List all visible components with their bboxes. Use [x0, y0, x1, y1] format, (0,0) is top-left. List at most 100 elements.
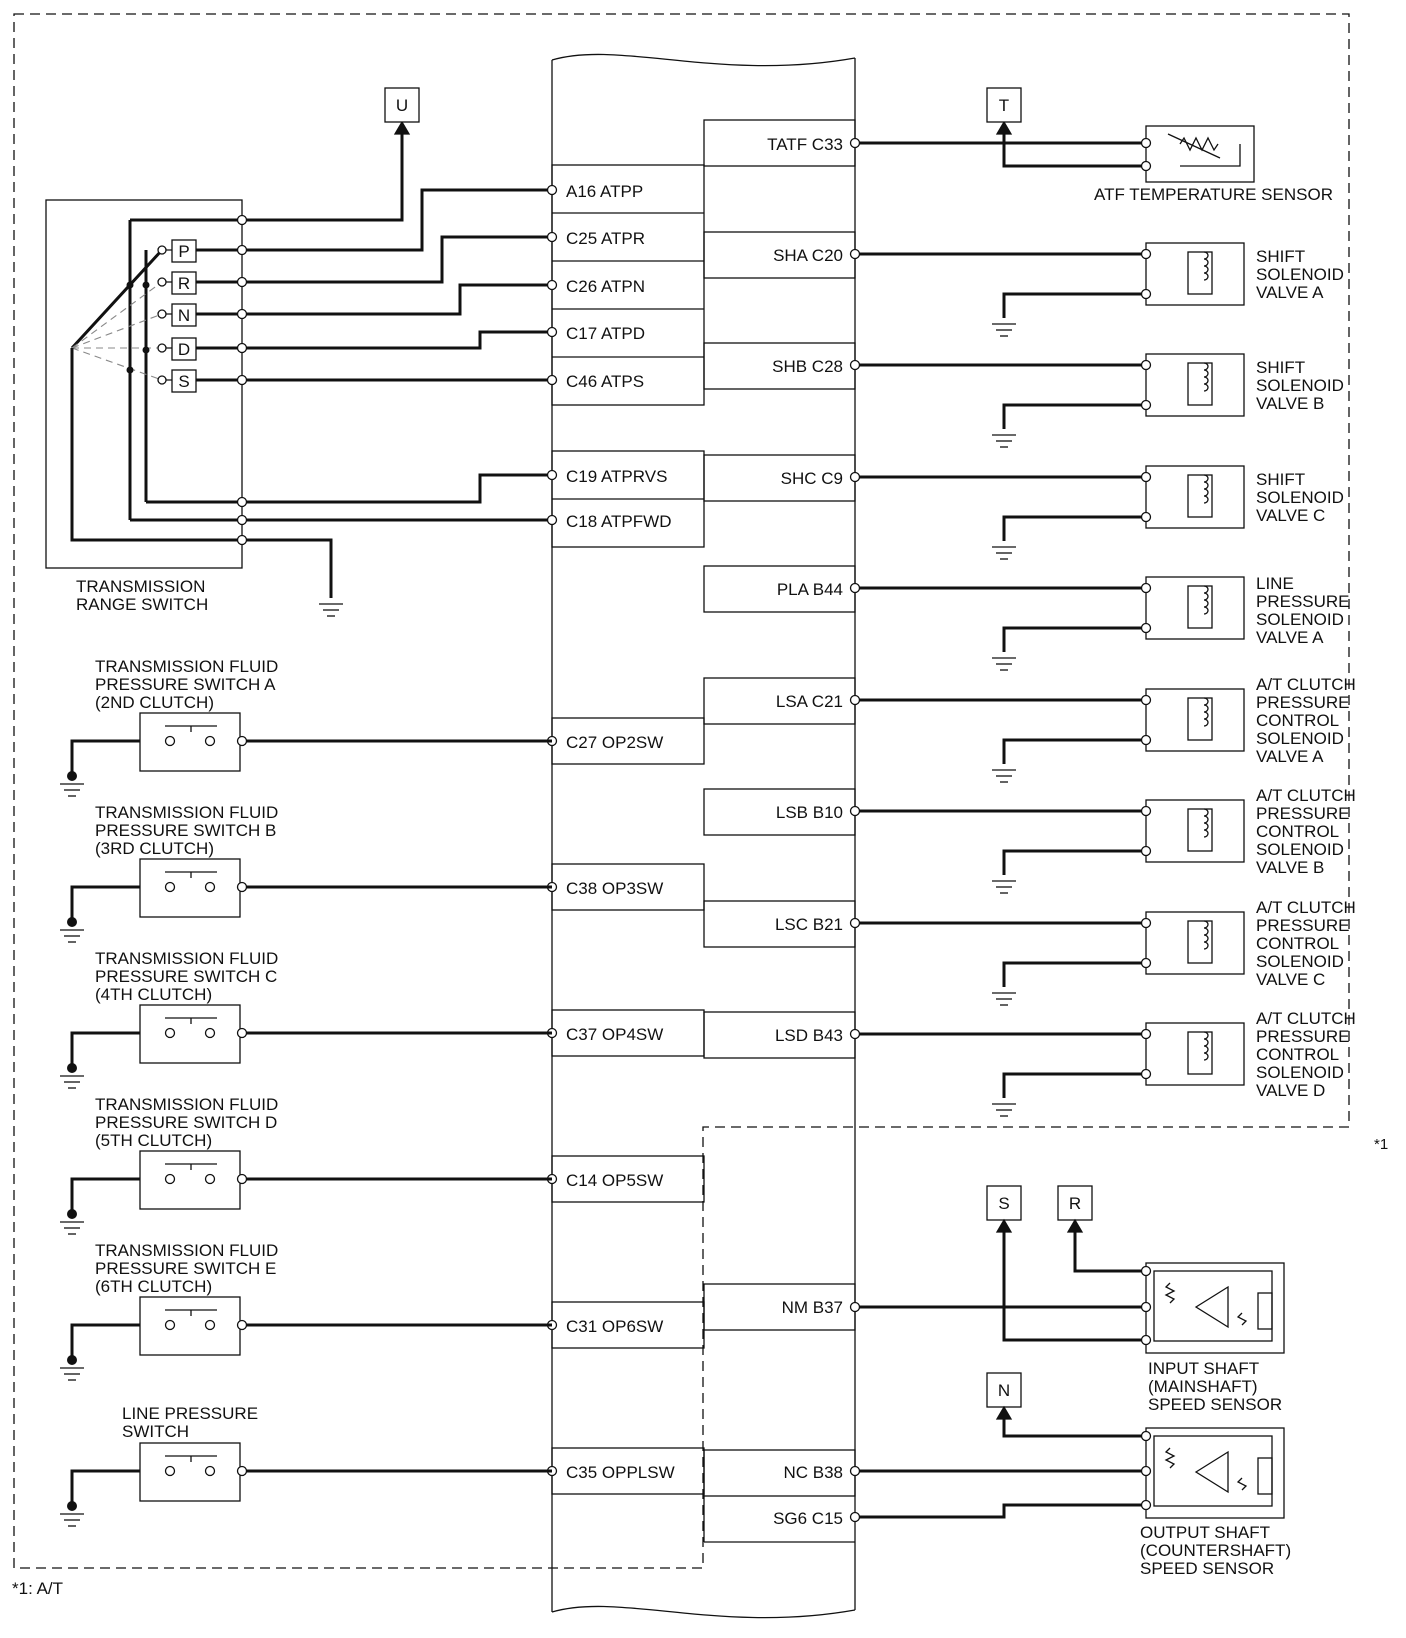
line-pressure-switch: LINE PRESSURE SWITCH [59, 1404, 552, 1527]
pin-shb-c28: SHB C28 [772, 357, 843, 376]
pin-c46-atps: C46 ATPS [566, 372, 644, 391]
pin-pla-b44: PLA B44 [777, 580, 843, 599]
svg-text:SOLENOID: SOLENOID [1256, 1063, 1344, 1082]
svg-text:(MAINSHAFT): (MAINSHAFT) [1148, 1377, 1258, 1396]
svg-text:CONTROL: CONTROL [1256, 822, 1339, 841]
svg-text:R: R [1069, 1194, 1081, 1213]
pin-lsa-c21: LSA C21 [776, 692, 843, 711]
svg-text:OUTPUT SHAFT: OUTPUT SHAFT [1140, 1523, 1270, 1542]
svg-text:SOLENOID: SOLENOID [1256, 376, 1344, 395]
range-pos-p: P [171, 239, 197, 263]
svg-text:CONTROL: CONTROL [1256, 1045, 1339, 1064]
pin-c17-atpd: C17 ATPD [566, 324, 645, 343]
svg-text:TRANSMISSION FLUID: TRANSMISSION FLUID [95, 657, 278, 676]
svg-text:U: U [396, 96, 408, 115]
range-pos-s: S [171, 369, 197, 393]
svg-text:VALVE B: VALVE B [1256, 394, 1324, 413]
svg-text:PRESSURE: PRESSURE [1256, 1027, 1350, 1046]
line-pressure-solenoid-a: LINE PRESSURE SOLENOID VALVE A [855, 574, 1350, 671]
svg-text:R: R [178, 274, 190, 293]
svg-text:VALVE D: VALVE D [1256, 1081, 1325, 1100]
range-pos-r: R [171, 271, 197, 295]
svg-text:PRESSURE SWITCH C: PRESSURE SWITCH C [95, 967, 277, 986]
svg-text:T: T [999, 96, 1009, 115]
svg-text:ATF TEMPERATURE SENSOR: ATF TEMPERATURE SENSOR [1094, 185, 1333, 204]
ecm-left-pin-circles [546, 184, 558, 1477]
pin-shc-c9: SHC C9 [781, 469, 843, 488]
svg-text:SOLENOID: SOLENOID [1256, 729, 1344, 748]
shift-solenoid-b: SHIFT SOLENOID VALVE B [855, 353, 1344, 448]
connector-u: U [384, 87, 420, 123]
pin-a16-atpp: A16 ATPP [566, 182, 643, 201]
svg-text:SOLENOID: SOLENOID [1256, 488, 1344, 507]
svg-text:D: D [178, 340, 190, 359]
svg-text:VALVE A: VALVE A [1256, 283, 1324, 302]
svg-text:P: P [178, 242, 189, 261]
shift-solenoid-c: SHIFT SOLENOID VALVE C [855, 465, 1344, 560]
pin-c19-atprvs: C19 ATPRVS [566, 467, 667, 486]
svg-text:CONTROL: CONTROL [1256, 711, 1339, 730]
svg-text:CONTROL: CONTROL [1256, 934, 1339, 953]
clutch-pressure-solenoid-c: A/T CLUTCH PRESSURE CONTROL SOLENOID VAL… [855, 898, 1356, 1006]
svg-text:VALVE C: VALVE C [1256, 970, 1325, 989]
svg-text:TRANSMISSION FLUID: TRANSMISSION FLUID [95, 1241, 278, 1260]
svg-text:N: N [998, 1381, 1010, 1400]
pin-c37-op4sw: C37 OP4SW [566, 1025, 663, 1044]
pin-lsb-b10: LSB B10 [776, 803, 843, 822]
output-shaft-speed-sensor: OUTPUT SHAFT (COUNTERSHAFT) SPEED SENSOR [855, 1405, 1291, 1578]
range-pos-n: N [171, 303, 197, 327]
svg-text:S: S [998, 1194, 1009, 1213]
pin-nc-b38: NC B38 [783, 1463, 843, 1482]
svg-text:VALVE C: VALVE C [1256, 506, 1325, 525]
pin-c27-op2sw: C27 OP2SW [566, 733, 663, 752]
connector-s: S [986, 1185, 1022, 1221]
pin-c25-atpr: C25 ATPR [566, 229, 645, 248]
svg-text:LINE PRESSURE: LINE PRESSURE [122, 1404, 258, 1423]
svg-text:SWITCH: SWITCH [122, 1422, 189, 1441]
svg-text:A/T CLUTCH: A/T CLUTCH [1256, 1009, 1356, 1028]
clutch-pressure-solenoid-d: A/T CLUTCH PRESSURE CONTROL SOLENOID VAL… [855, 1009, 1356, 1117]
atf-temperature-sensor: ATF TEMPERATURE SENSOR [855, 120, 1333, 204]
svg-text:A/T CLUTCH: A/T CLUTCH [1256, 898, 1356, 917]
svg-text:(6TH CLUTCH): (6TH CLUTCH) [95, 1277, 212, 1296]
svg-text:RANGE SWITCH: RANGE SWITCH [76, 595, 208, 614]
svg-text:PRESSURE SWITCH B: PRESSURE SWITCH B [95, 821, 276, 840]
svg-text:VALVE A: VALVE A [1256, 628, 1324, 647]
svg-text:A/T CLUTCH: A/T CLUTCH [1256, 786, 1356, 805]
svg-text:SHIFT: SHIFT [1256, 247, 1305, 266]
pin-c26-atpn: C26 ATPN [566, 277, 645, 296]
svg-text:S: S [178, 372, 189, 391]
pin-c14-op5sw: C14 OP5SW [566, 1171, 663, 1190]
svg-text:SOLENOID: SOLENOID [1256, 952, 1344, 971]
ecm-right-pin-circles [849, 137, 861, 1523]
svg-text:TRANSMISSION FLUID: TRANSMISSION FLUID [95, 949, 278, 968]
connector-t: T [986, 87, 1022, 123]
svg-text:PRESSURE SWITCH E: PRESSURE SWITCH E [95, 1259, 276, 1278]
pin-nm-b37: NM B37 [782, 1298, 843, 1317]
svg-text:TRANSMISSION FLUID: TRANSMISSION FLUID [95, 803, 278, 822]
pressure-switch-a: TRANSMISSION FLUID PRESSURE SWITCH A (2N… [59, 657, 552, 797]
svg-text:VALVE B: VALVE B [1256, 858, 1324, 877]
pin-c18-atpfwd: C18 ATPFWD [566, 512, 671, 531]
clutch-pressure-solenoid-b: A/T CLUTCH PRESSURE CONTROL SOLENOID VAL… [855, 786, 1356, 894]
pin-tatf-c33: TATF C33 [767, 135, 843, 154]
svg-text:SOLENOID: SOLENOID [1256, 840, 1344, 859]
pressure-switch-d: TRANSMISSION FLUID PRESSURE SWITCH D (5T… [59, 1095, 552, 1235]
svg-text:(5TH CLUTCH): (5TH CLUTCH) [95, 1131, 212, 1150]
pin-lsd-b43: LSD B43 [775, 1026, 843, 1045]
svg-text:A/T CLUTCH: A/T CLUTCH [1256, 675, 1356, 694]
shift-solenoid-a: SHIFT SOLENOID VALVE A [855, 242, 1344, 337]
svg-text:SHIFT: SHIFT [1256, 358, 1305, 377]
pin-c38-op3sw: C38 OP3SW [566, 879, 663, 898]
connector-n: N [986, 1372, 1022, 1408]
range-pos-d: D [171, 337, 197, 361]
svg-text:INPUT SHAFT: INPUT SHAFT [1148, 1359, 1259, 1378]
svg-text:LINE: LINE [1256, 574, 1294, 593]
pin-c31-op6sw: C31 OP6SW [566, 1317, 663, 1336]
range-switch-wires [236, 120, 552, 617]
svg-text:PRESSURE: PRESSURE [1256, 592, 1350, 611]
ecm-right-pins [703, 119, 856, 1543]
range-switch: P R N D S TRANSMISSION RANGE SWITCH [45, 199, 243, 614]
footnote: *1: A/T [12, 1579, 63, 1598]
svg-text:SPEED SENSOR: SPEED SENSOR [1148, 1395, 1282, 1414]
